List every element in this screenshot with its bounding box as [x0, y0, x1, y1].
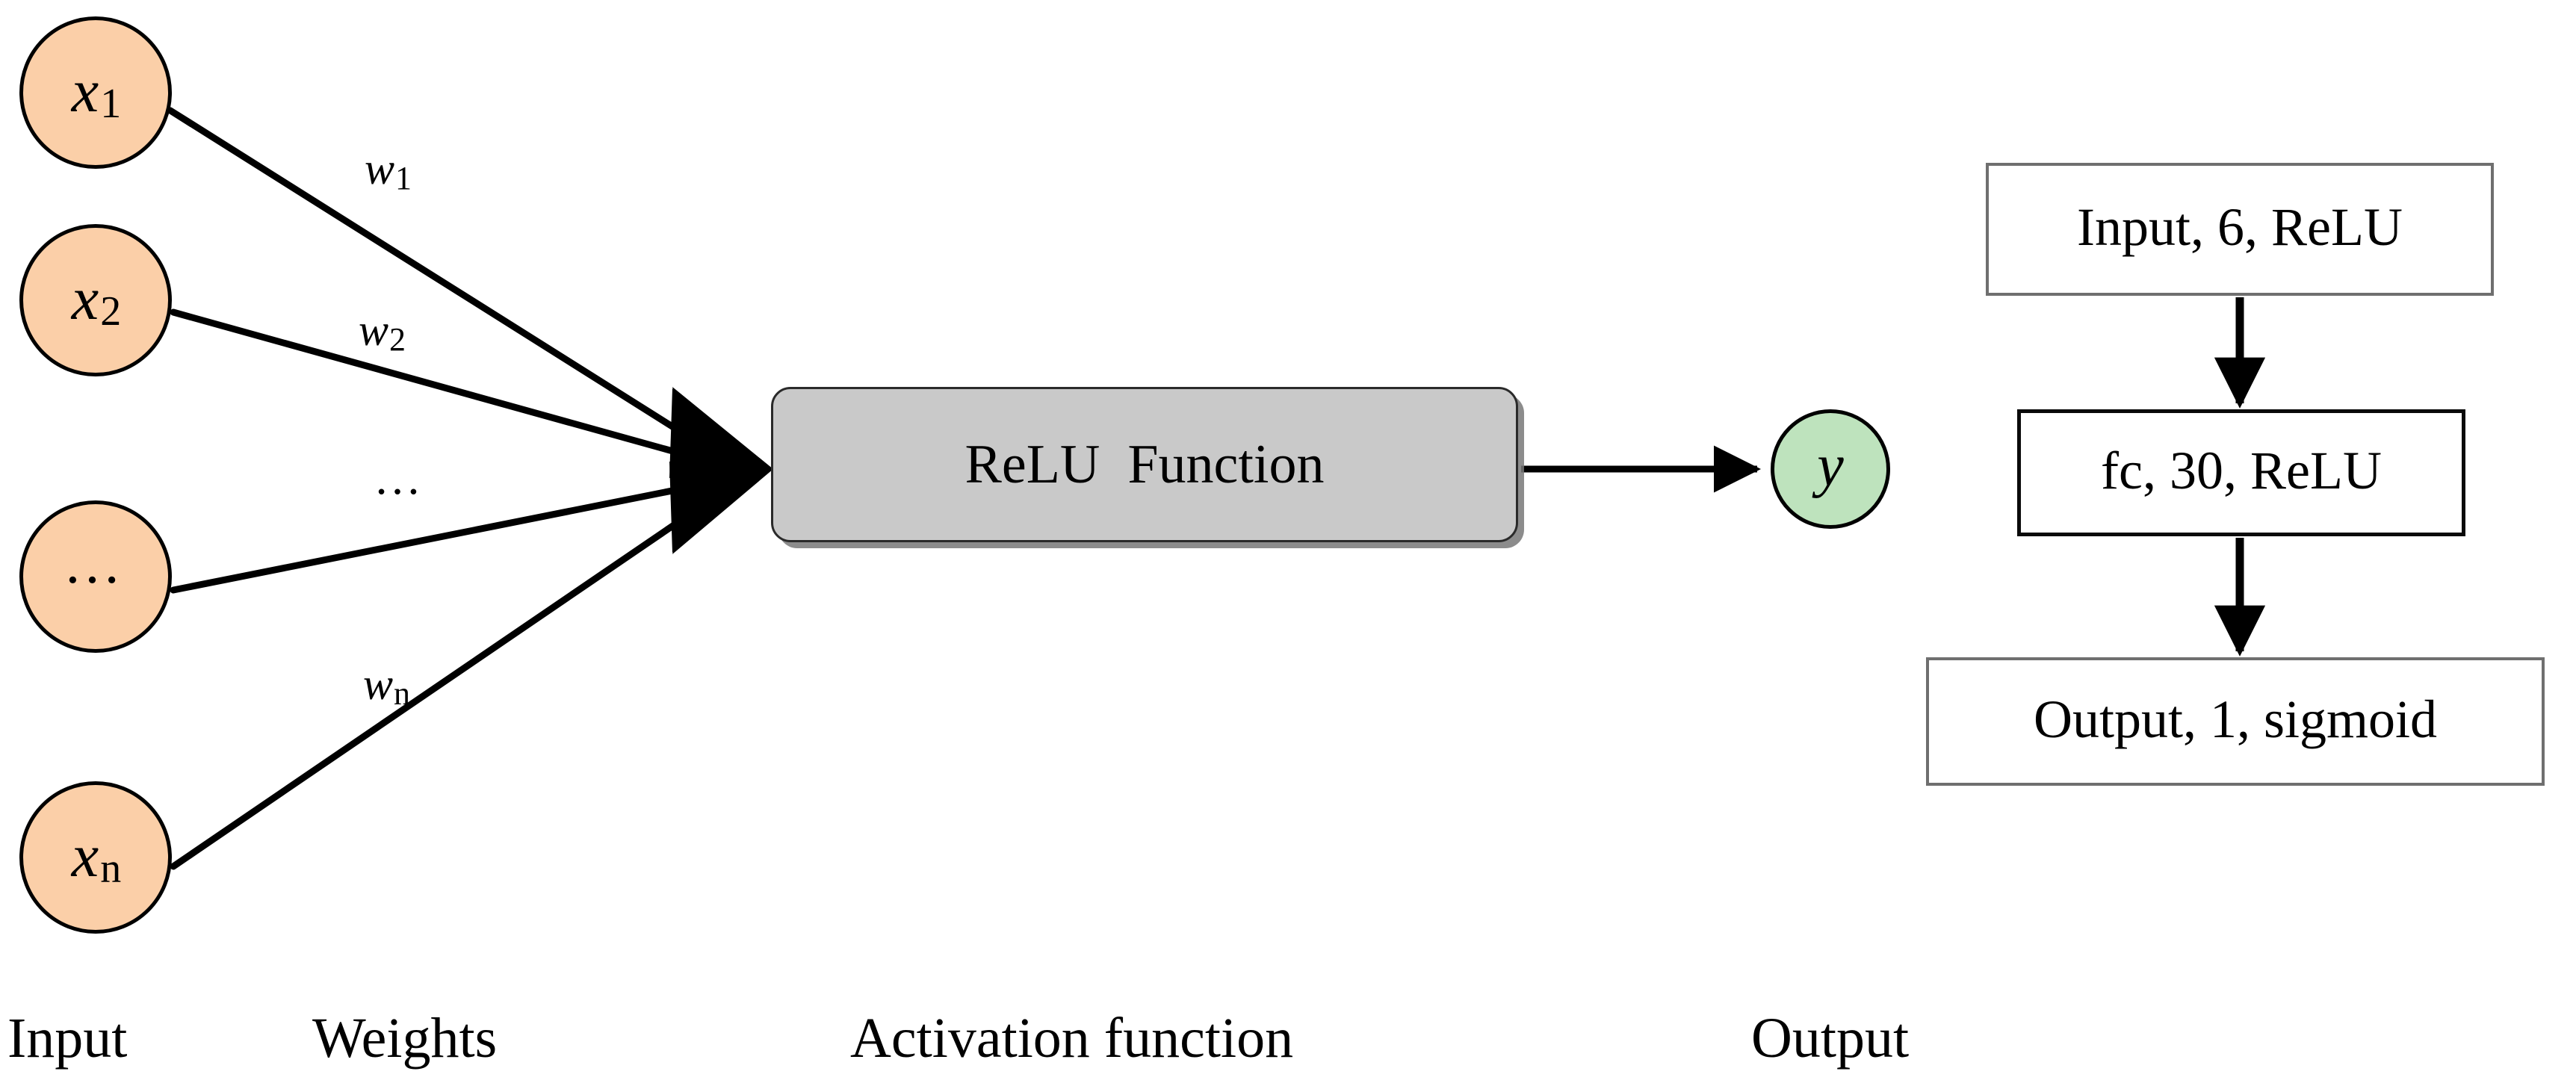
weight-label-wn: wn	[363, 660, 411, 712]
weight-edges	[167, 107, 725, 870]
activation-function-box[interactable]: ReLU Function	[771, 387, 1518, 542]
output-node-y[interactable]: y	[1771, 409, 1890, 529]
arch-layer-input[interactable]: Input, 6, ReLU	[1986, 163, 2494, 296]
weight-label-w1: w1	[365, 144, 412, 196]
caption-input: Input	[7, 1007, 128, 1070]
summation-arrowhead	[672, 387, 773, 554]
input-node-x1-label: x1	[71, 57, 122, 127]
input-node-x2-label: x2	[71, 264, 122, 335]
caption-activation-function: Activation function	[850, 1007, 1294, 1070]
summation-arrowhead-upper	[669, 388, 771, 478]
weight-label-w2: w2	[359, 305, 406, 358]
edge-xdots	[170, 477, 725, 594]
arch-layer-input-label: Input, 6, ReLU	[2077, 197, 2403, 257]
input-node-ellipsis[interactable]: …	[19, 500, 172, 653]
edge-xn	[170, 489, 725, 870]
input-node-x1[interactable]: x1	[19, 16, 172, 169]
activation-function-label: ReLU Function	[965, 434, 1325, 495]
arch-layer-fc[interactable]: fc, 30, ReLU	[2017, 409, 2465, 536]
edge-x1	[167, 107, 725, 461]
arch-layer-fc-label: fc, 30, ReLU	[2101, 441, 2382, 500]
input-node-x2[interactable]: x2	[19, 224, 172, 376]
edge-x2	[170, 308, 725, 468]
summation-arrowhead-lower	[669, 462, 771, 553]
arch-layer-output[interactable]: Output, 1, sigmoid	[1926, 657, 2545, 786]
input-node-ellipsis-label: …	[63, 530, 129, 595]
arch-layer-output-label: Output, 1, sigmoid	[2033, 689, 2438, 749]
weight-label-ellipsis: …	[374, 451, 429, 504]
output-node-y-label: y	[1817, 433, 1844, 499]
input-node-xn-label: xn	[71, 822, 122, 892]
caption-output: Output	[1751, 1007, 1910, 1070]
input-node-xn[interactable]: xn	[19, 781, 172, 934]
caption-weights: Weights	[312, 1007, 498, 1070]
